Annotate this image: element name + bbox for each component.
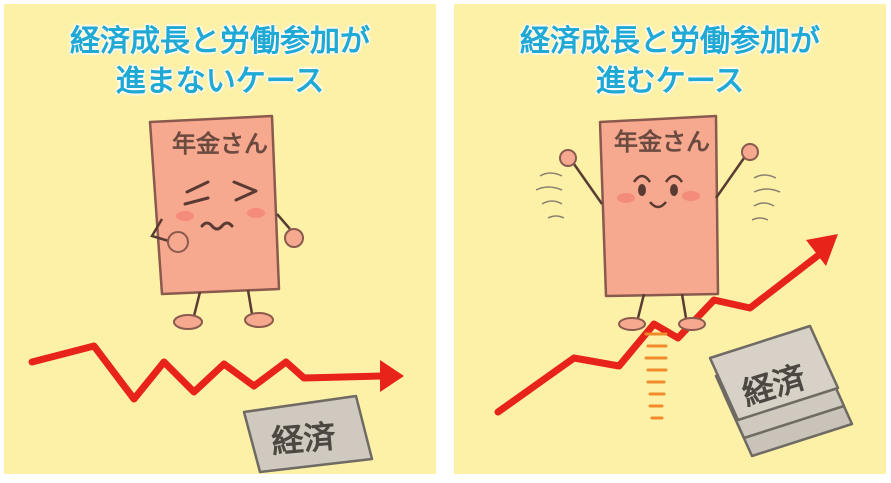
title-line-1: 経済成長と労働参加が	[70, 24, 370, 59]
panel-title: 経済成長と労働参加が 進むケース	[454, 22, 886, 102]
character-label: 年金さん	[172, 130, 268, 158]
bill-label: 経済	[270, 417, 338, 461]
flat-trend-arrow	[28, 342, 404, 403]
panel-art: 年金さん	[494, 114, 854, 458]
title-line-1: 経済成長と労働参加が	[520, 24, 820, 59]
panel-progressing: 経済成長と労働参加が 進むケース 年金さん	[454, 4, 886, 474]
panel-title: 経済成長と労働参加が 進まないケース	[4, 22, 436, 102]
economy-bills-stack: 経済	[708, 324, 854, 458]
character-label: 年金さん	[614, 128, 710, 156]
panel-not-progressing: 経済成長と労働参加が 進まないケース 年金さん	[4, 4, 436, 474]
economy-bill: 経済	[242, 394, 374, 474]
pension-character: 年金さん	[535, 114, 781, 420]
title-line-2: 進むケース	[595, 64, 745, 99]
rising-trend-arrow	[494, 234, 838, 416]
pension-character: 年金さん	[148, 114, 304, 330]
title-line-2: 進まないケース	[115, 64, 325, 99]
panel-art: 年金さん	[28, 114, 404, 474]
